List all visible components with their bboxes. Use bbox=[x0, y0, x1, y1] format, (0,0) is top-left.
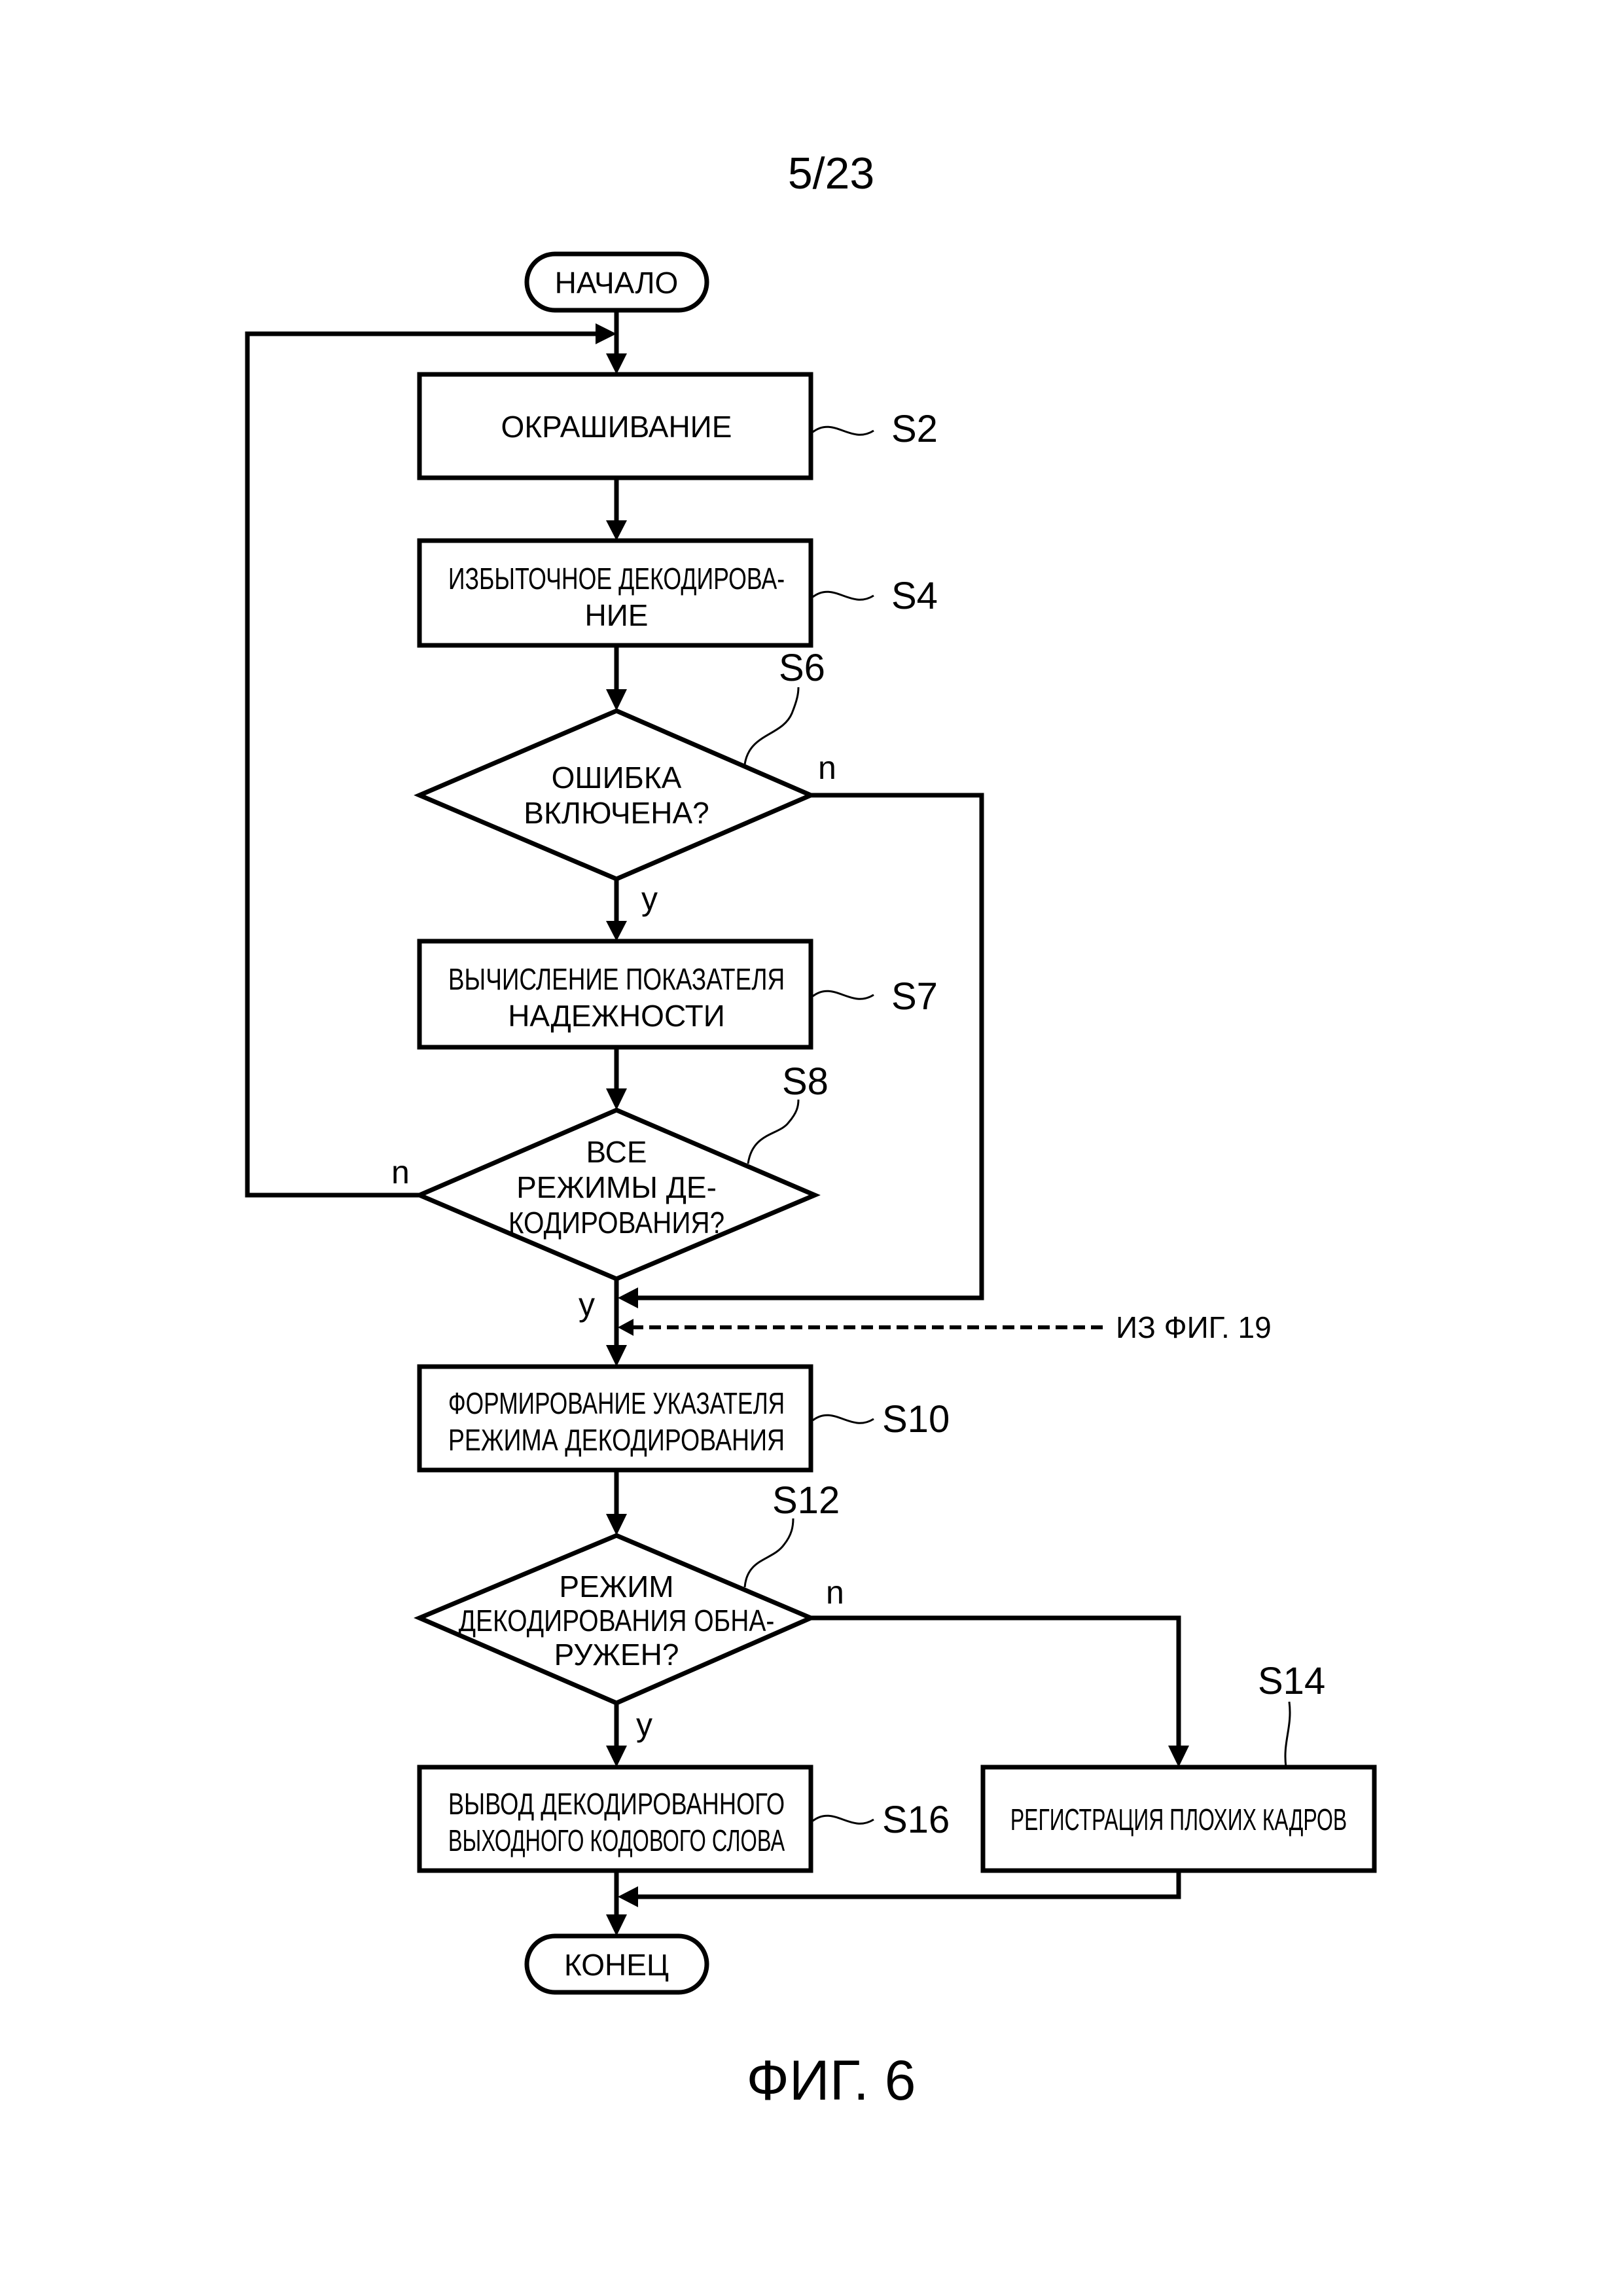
arrowhead-external-ref bbox=[618, 1319, 633, 1336]
s4-leader bbox=[813, 592, 874, 600]
s6-text-line1: ОШИБКА bbox=[552, 761, 682, 795]
connector-s14-merge bbox=[635, 1871, 1179, 1897]
s14-text: РЕГИСТРАЦИЯ ПЛОХИХ КАДРОВ bbox=[1010, 1803, 1347, 1837]
arrowhead-s8 bbox=[606, 1088, 627, 1110]
s6-leader bbox=[745, 687, 798, 764]
end-label: КОНЕЦ bbox=[564, 1948, 669, 1982]
s8-yes-label: y bbox=[579, 1286, 595, 1323]
s7-text-line1: ВЫЧИСЛЕНИЕ ПОКАЗАТЕЛЯ bbox=[448, 962, 785, 996]
figure-title: ФИГ. 6 bbox=[747, 2049, 916, 2112]
start-label: НАЧАЛО bbox=[555, 266, 679, 300]
s14-label: S14 bbox=[1258, 1660, 1325, 1702]
s8-label: S8 bbox=[782, 1060, 829, 1103]
external-ref-label: ИЗ ФИГ. 19 bbox=[1116, 1310, 1272, 1344]
s10-leader bbox=[813, 1415, 874, 1423]
s7-leader bbox=[813, 991, 874, 999]
s10-label: S10 bbox=[882, 1398, 950, 1441]
s8-text-line1: ВСЕ bbox=[586, 1135, 647, 1169]
s8-text-line2: РЕЖИМЫ ДЕ- bbox=[516, 1170, 717, 1204]
s14-leader bbox=[1285, 1702, 1290, 1767]
step-s2: ОКРАШИВАНИЕ S2 bbox=[419, 374, 938, 478]
arrowhead-s6 bbox=[606, 689, 627, 711]
step-s10: ФОРМИРОВАНИЕ УКАЗАТЕЛЯ РЕЖИМА ДЕКОДИРОВА… bbox=[419, 1367, 950, 1470]
s10-text-line1: ФОРМИРОВАНИЕ УКАЗАТЕЛЯ bbox=[448, 1386, 785, 1420]
s6-text-line2: ВКЛЮЧЕНА? bbox=[524, 796, 709, 830]
s12-no-label: n bbox=[826, 1574, 844, 1611]
s12-leader bbox=[745, 1518, 793, 1587]
s4-text-line2: НИЕ bbox=[585, 598, 649, 632]
s6-label: S6 bbox=[779, 647, 825, 689]
s16-text-line2: ВЫХОДНОГО КОДОВОГО СЛОВА bbox=[448, 1823, 785, 1857]
arrowhead-merge bbox=[618, 1886, 638, 1907]
arrowhead-s2 bbox=[606, 353, 627, 374]
s6-diamond bbox=[419, 711, 811, 879]
s12-label: S12 bbox=[772, 1479, 840, 1522]
s12-text-line2: ДЕКОДИРОВАНИЯ ОБНА- bbox=[459, 1604, 775, 1638]
arrowhead-s6-no bbox=[618, 1287, 638, 1308]
s8-text-line3: КОДИРОВАНИЯ? bbox=[508, 1206, 724, 1240]
s16-label: S16 bbox=[882, 1799, 950, 1841]
arrowhead-s7 bbox=[606, 921, 627, 941]
s12-yes-label: y bbox=[636, 1706, 652, 1743]
start-terminal: НАЧАЛО bbox=[527, 254, 707, 310]
decision-s8: ВСЕ РЕЖИМЫ ДЕ- КОДИРОВАНИЯ? S8 n y bbox=[391, 1060, 829, 1323]
s16-text-line1: ВЫВОД ДЕКОДИРОВАННОГО bbox=[448, 1787, 785, 1821]
s8-leader bbox=[748, 1100, 798, 1164]
decision-s12: РЕЖИМ ДЕКОДИРОВАНИЯ ОБНА- РУЖЕН? S12 n y bbox=[419, 1479, 844, 1743]
step-s4: ИЗБЫТОЧНОЕ ДЕКОДИРОВА- НИЕ S4 bbox=[419, 541, 938, 645]
end-terminal: КОНЕЦ bbox=[527, 1936, 707, 1992]
s10-text-line2: РЕЖИМА ДЕКОДИРОВАНИЯ bbox=[448, 1423, 785, 1457]
s7-label: S7 bbox=[891, 975, 938, 1018]
arrowhead-loop bbox=[596, 323, 616, 344]
s2-text: ОКРАШИВАНИЕ bbox=[501, 410, 732, 444]
s4-label: S4 bbox=[891, 575, 938, 617]
page-number: 5/23 bbox=[788, 149, 874, 198]
arrowhead-s12 bbox=[606, 1514, 627, 1535]
arrowhead-end bbox=[606, 1914, 627, 1936]
s12-text-line1: РЕЖИМ bbox=[559, 1570, 673, 1604]
s7-text-line2: НАДЕЖНОСТИ bbox=[508, 999, 725, 1033]
s16-leader bbox=[813, 1816, 874, 1823]
s6-yes-label: y bbox=[641, 880, 658, 917]
decision-s6: ОШИБКА ВКЛЮЧЕНА? S6 n y bbox=[419, 647, 836, 917]
s12-text-line3: РУЖЕН? bbox=[554, 1638, 679, 1672]
s6-no-label: n bbox=[818, 749, 836, 786]
s8-no-label: n bbox=[391, 1154, 410, 1191]
step-s16: ВЫВОД ДЕКОДИРОВАННОГО ВЫХОДНОГО КОДОВОГО… bbox=[419, 1767, 950, 1871]
s4-text-line1: ИЗБЫТОЧНОЕ ДЕКОДИРОВА- bbox=[448, 562, 785, 596]
arrowhead-s4 bbox=[606, 520, 627, 541]
s2-label: S2 bbox=[891, 408, 938, 450]
arrowhead-s14 bbox=[1168, 1746, 1189, 1767]
step-s7: ВЫЧИСЛЕНИЕ ПОКАЗАТЕЛЯ НАДЕЖНОСТИ S7 bbox=[419, 941, 938, 1047]
arrowhead-s16 bbox=[606, 1746, 627, 1767]
connector-s12-no bbox=[811, 1618, 1179, 1749]
arrowhead-s10 bbox=[606, 1345, 627, 1367]
s2-leader bbox=[813, 427, 874, 435]
